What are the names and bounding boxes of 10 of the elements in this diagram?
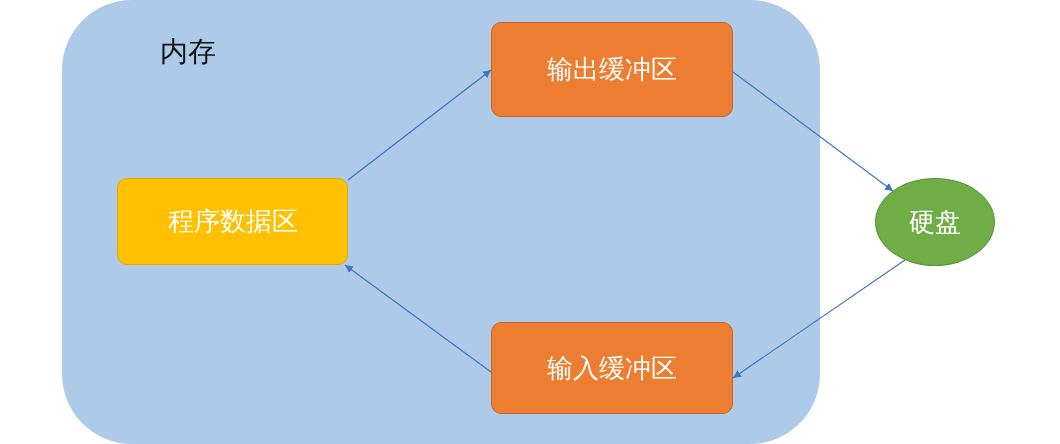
arrow xyxy=(732,71,894,192)
rounded-panel xyxy=(62,0,820,444)
arrow xyxy=(344,264,492,373)
process-box: 输出缓冲区 xyxy=(491,22,733,117)
arrow xyxy=(732,259,906,379)
process-box: 程序数据区 xyxy=(117,178,348,265)
panel-heading: 内存 xyxy=(160,36,216,68)
arrow xyxy=(347,69,492,181)
process-box: 输入缓冲区 xyxy=(491,322,733,414)
disk-ellipse: 硬盘 xyxy=(875,178,995,266)
